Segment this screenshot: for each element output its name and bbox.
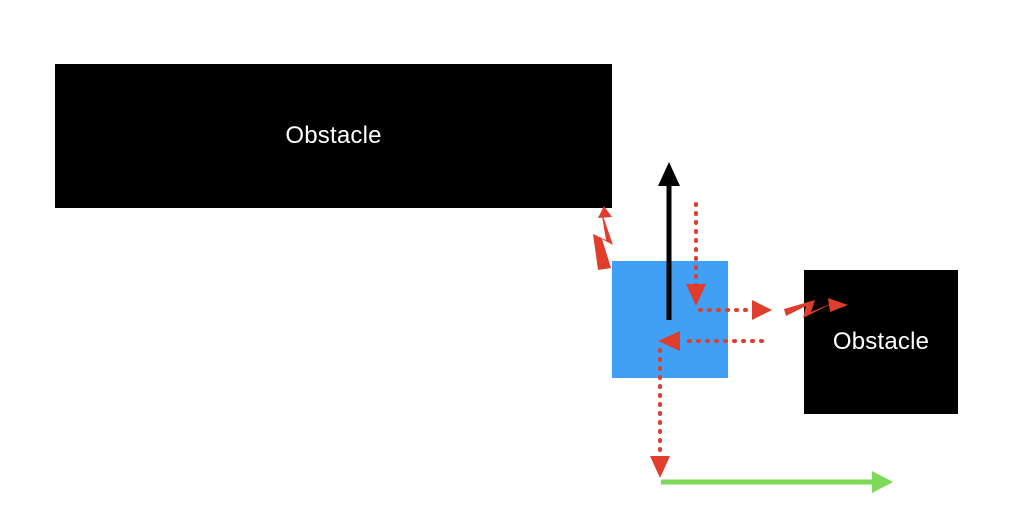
obstacle-small-label: Obstacle: [832, 328, 930, 355]
obstacle-small: Obstacle: [804, 270, 958, 414]
ray-return-left: [658, 331, 764, 351]
lightning-bolt-icon: [784, 298, 848, 318]
obstacle-large-label: Obstacle: [285, 122, 382, 149]
lightning-bolt-icon: [593, 206, 613, 270]
obstacle-large: Obstacle: [55, 64, 612, 208]
heading-arrow: [658, 162, 680, 320]
result-arrow: [661, 471, 893, 493]
ray-down-to-result: [650, 348, 670, 478]
ray-down-into-agent: [686, 202, 706, 306]
ray-right-to-obstacle: [698, 300, 772, 320]
